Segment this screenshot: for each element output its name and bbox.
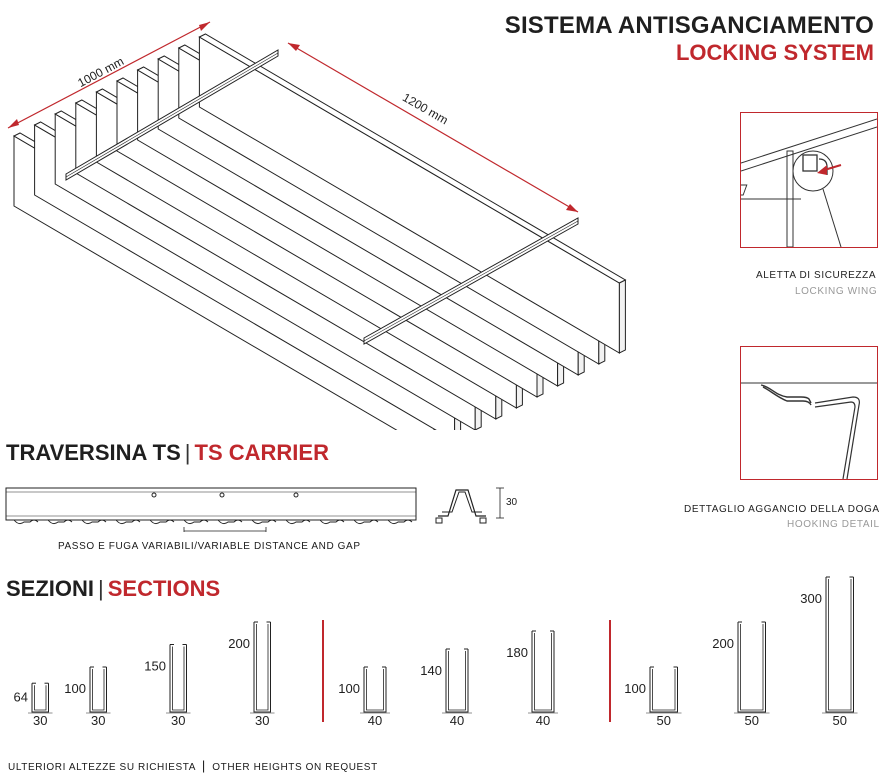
section-height-label: 64 bbox=[14, 690, 28, 705]
hooking-detail-label-it: DETTAGLIO AGGANCIO DELLA DOGA bbox=[684, 504, 880, 515]
carrier-hook bbox=[353, 519, 379, 525]
section-width-label: 30 bbox=[255, 713, 269, 728]
section-width-label: 50 bbox=[745, 713, 759, 728]
section-width-label: 50 bbox=[657, 713, 671, 728]
locking-wing-detail bbox=[716, 112, 878, 248]
carrier-title-it: TRAVERSINA TS bbox=[6, 440, 181, 465]
carrier-hook bbox=[387, 519, 413, 525]
title-english: LOCKING SYSTEM bbox=[675, 40, 874, 65]
section-width-label: 30 bbox=[171, 713, 185, 728]
carrier-note-it: PASSO E FUGA VARIABILI/ bbox=[58, 541, 198, 552]
sections-svg: 6430100301503020030100401404018040100502… bbox=[14, 576, 858, 728]
section-width-label: 30 bbox=[33, 713, 47, 728]
footer-note-it: ULTERIORI ALTEZZE SU RICHIESTA bbox=[8, 762, 196, 773]
carrier-hook bbox=[149, 519, 175, 525]
section-profile: 100 50 bbox=[624, 666, 682, 728]
carrier-hook bbox=[115, 519, 141, 525]
carrier-rail bbox=[65, 49, 279, 181]
section-height-label: 180 bbox=[506, 645, 528, 660]
carrier-profile-drawing bbox=[5, 487, 504, 532]
carrier-hook bbox=[319, 519, 345, 525]
hooking-detail-label-en: HOOKING DETAIL bbox=[787, 519, 880, 530]
carrier-hook bbox=[13, 519, 39, 525]
slats-group bbox=[12, 33, 627, 430]
carrier-rail bbox=[363, 217, 579, 345]
length-label: 1200 mm bbox=[400, 90, 450, 127]
carrier-profile-height: 30 bbox=[506, 497, 518, 508]
carrier-note-en: VARIABLE DISTANCE AND GAP bbox=[197, 541, 361, 552]
slat bbox=[198, 33, 627, 354]
footer-separator: | bbox=[201, 758, 206, 773]
section-profile: 300 50 bbox=[800, 576, 858, 728]
locking-wing-label-en: LOCKING WING bbox=[795, 286, 878, 297]
section-profile: 100 30 bbox=[64, 666, 111, 728]
locking-wing-label-it: ALETTA DI SICUREZZA bbox=[756, 270, 877, 281]
section-height-label: 200 bbox=[228, 636, 250, 651]
section-height-label: 150 bbox=[144, 659, 166, 674]
section-width-label: 40 bbox=[536, 713, 550, 728]
section-height-label: 300 bbox=[800, 591, 822, 606]
sections-title-en: SECTIONS bbox=[107, 576, 221, 601]
carrier-hook bbox=[47, 519, 73, 525]
section-width-label: 40 bbox=[450, 713, 464, 728]
carrier-hook bbox=[285, 519, 311, 525]
title-italian: SISTEMA ANTISGANCIAMENTO bbox=[504, 12, 874, 39]
carrier-title-en: TS CARRIER bbox=[194, 440, 329, 465]
carrier-hook bbox=[217, 519, 243, 525]
section-profile: 100 40 bbox=[338, 666, 390, 728]
carrier-heading: TRAVERSINA TS|TS CARRIER bbox=[6, 440, 329, 466]
locking-wing-illustration bbox=[716, 118, 878, 248]
section-height-label: 100 bbox=[338, 681, 360, 696]
sections-heading: SEZIONI|SECTIONS bbox=[6, 576, 220, 602]
sections-separator: | bbox=[98, 576, 104, 601]
carrier-separator: | bbox=[184, 440, 191, 465]
section-width-label: 30 bbox=[91, 713, 105, 728]
carrier-hook bbox=[183, 519, 209, 525]
section-height-label: 100 bbox=[624, 681, 646, 696]
section-profile: 150 30 bbox=[144, 644, 191, 728]
section-profile: 200 30 bbox=[228, 621, 275, 728]
footer-note-en: OTHER HEIGHTS ON REQUEST bbox=[212, 762, 378, 773]
section-profile: 200 50 bbox=[712, 621, 770, 728]
section-profile: 64 30 bbox=[14, 682, 53, 728]
width-dimension bbox=[7, 21, 211, 129]
section-height-label: 140 bbox=[420, 663, 442, 678]
carrier-rails-group bbox=[65, 49, 579, 345]
hooking-detail bbox=[740, 346, 878, 480]
sections-title-it: SEZIONI bbox=[6, 576, 95, 601]
length-dimension bbox=[287, 42, 579, 213]
carrier-hook bbox=[251, 519, 277, 525]
section-height-label: 100 bbox=[64, 681, 86, 696]
footer-note: ULTERIORI ALTEZZE SU RICHIESTA | OTHER H… bbox=[8, 758, 378, 773]
hooking-detail-illustration bbox=[741, 382, 877, 480]
section-height-label: 200 bbox=[712, 636, 734, 651]
section-width-label: 40 bbox=[368, 713, 382, 728]
isometric-ceiling-drawing: 1000 mm 1200 mm bbox=[7, 21, 627, 430]
section-width-label: 50 bbox=[833, 713, 847, 728]
carrier-note: PASSO E FUGA VARIABILI/VARIABLE DISTANCE… bbox=[58, 541, 361, 552]
section-profile: 140 40 bbox=[420, 648, 472, 728]
carrier-hook bbox=[81, 519, 107, 525]
section-profile: 180 40 bbox=[506, 630, 558, 728]
